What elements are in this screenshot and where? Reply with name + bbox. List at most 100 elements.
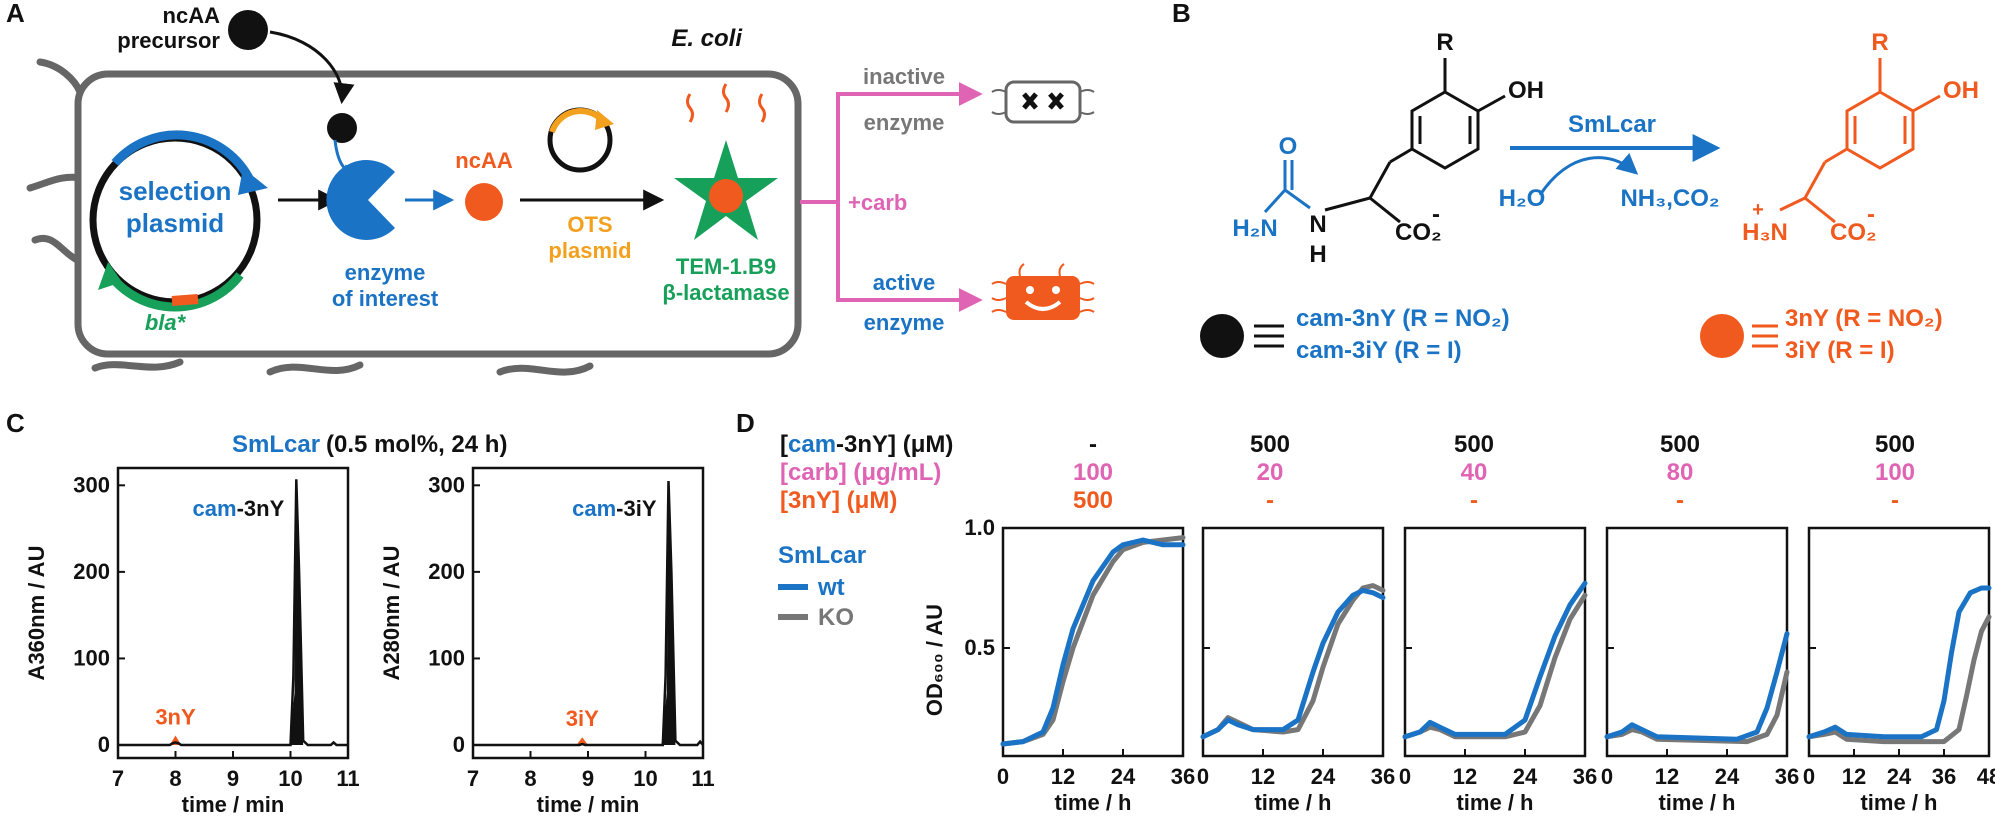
panel-d-label: D — [736, 408, 755, 438]
legend-orange-circle-icon — [1700, 314, 1744, 358]
growth-curve-ko — [1402, 592, 1588, 740]
inactive-label-1: inactive — [863, 64, 945, 89]
x-tick-label: 0 — [1803, 764, 1815, 789]
x-tick-label: 11 — [691, 766, 714, 791]
growth-curve-wt — [1402, 580, 1588, 740]
carbonyl-o-label: O — [1279, 133, 1298, 160]
activity-wiggles-icon — [686, 83, 766, 123]
inactive-label-2: enzyme — [864, 110, 945, 135]
x-tick-label: 11 — [336, 766, 359, 791]
x-tick-label: 0 — [1197, 764, 1209, 789]
x-tick-label: 0 — [1399, 764, 1411, 789]
x-axis-label: time / h — [1254, 790, 1331, 815]
x-tick-label: 36 — [1171, 764, 1195, 789]
x-tick-label: 7 — [112, 766, 124, 791]
bla-label: bla* — [145, 310, 187, 335]
y-tick-label: 300 — [73, 472, 110, 497]
panel-a: A E. coli ncAA precursor selection — [6, 0, 1095, 376]
panel-c-title-enzyme: SmLcar — [232, 431, 320, 458]
x-axis-label: time / h — [1054, 790, 1131, 815]
panel-d: D [cam-3nY] (μM) [carb] (μg/mL) [3nY] (μ… — [736, 408, 1995, 815]
y-axis-label: A360nm / AU — [24, 546, 49, 681]
cond-carb-value: 20 — [1257, 459, 1284, 486]
x-axis-label: time / min — [537, 792, 640, 817]
x-tick-label: 12 — [1251, 764, 1275, 789]
selection-plasmid-label-1: selection — [119, 176, 232, 206]
precursor-label-2: precursor — [117, 28, 220, 53]
x-tick-label: 36 — [1371, 764, 1395, 789]
major-peak — [661, 480, 676, 746]
cond-carb-value: 80 — [1667, 459, 1694, 486]
major-peak-label-cam: cam — [193, 496, 237, 521]
equivalence-icon — [1254, 324, 1284, 348]
x-tick-label: 24 — [1715, 764, 1740, 789]
x-axis-label: time / min — [182, 792, 285, 817]
precursor-label-1: ncAA — [163, 3, 221, 28]
growth-curve-wt — [1806, 585, 1992, 740]
x-tick-label: 7 — [467, 766, 479, 791]
carb-label: +carb — [848, 190, 907, 215]
major-peak — [289, 479, 304, 746]
product-r-label: R — [1871, 29, 1888, 56]
panel-c-label: C — [6, 408, 25, 438]
cond-3ny-value: - — [1676, 487, 1684, 514]
nh3-co2-label: NH₃,CO₂ — [1620, 185, 1719, 212]
cam-substrate-structure — [1324, 58, 1506, 224]
cond-carb-value: 100 — [1073, 459, 1113, 486]
growth-curve-ko — [1200, 583, 1386, 740]
h2n-label: H₂N — [1232, 215, 1277, 242]
x-tick-label: 48 — [1977, 764, 1995, 789]
precursor-molecule-icon — [228, 10, 268, 50]
active-label-2: enzyme — [864, 310, 945, 335]
ncaa-product-structure — [1779, 58, 1941, 224]
x-tick-label: 10 — [633, 766, 657, 791]
cond-3ny-value: 500 — [1073, 487, 1113, 514]
legend-cam3iy: cam-3iY (R = I) — [1296, 337, 1462, 364]
x-tick-label: 36 — [1932, 764, 1956, 789]
major-peak-label-cam: cam — [572, 496, 616, 521]
od600-axis-label: OD₆₀₀ / AU — [922, 604, 947, 716]
h3n-label: H₃N — [1742, 219, 1788, 246]
nh-label: N — [1309, 211, 1326, 238]
panel-a-label: A — [6, 0, 25, 28]
carbamoyl-group-structure — [1263, 160, 1311, 214]
x-tick-label: 36 — [1573, 764, 1597, 789]
x-tick-label: 24 — [1513, 764, 1538, 789]
x-axis-label: time / h — [1860, 790, 1937, 815]
precursor-inside-icon — [327, 113, 357, 143]
y-tick-label: 0 — [98, 732, 110, 757]
x-tick-label: 36 — [1775, 764, 1799, 789]
panel-c-title: SmLcar(0.5 mol%, 24 h) — [232, 431, 507, 458]
major-peak-label-rest: -3nY — [237, 496, 285, 521]
y-tick-label: 1.0 — [964, 515, 995, 540]
ecoli-label: E. coli — [671, 25, 743, 52]
x-tick-label: 24 — [1111, 764, 1136, 789]
plot-frame — [1001, 526, 1185, 758]
substrate-binding-arrow — [333, 139, 367, 186]
major-peak-label: cam-3nY — [193, 496, 285, 521]
panel-b: B R OH O H₂N N H CO₂ - SmLcar — [1172, 0, 1979, 364]
legend-ko-label: KO — [818, 604, 854, 631]
nh-h-label: H — [1309, 241, 1326, 268]
cond-cam3ny-value: - — [1089, 431, 1097, 458]
legend-3ny: 3nY (R = NO₂) — [1785, 305, 1943, 332]
legend-wt-label: wt — [817, 574, 845, 601]
ecoli-cell — [74, 70, 802, 358]
enzyme-label-2: of interest — [332, 286, 439, 311]
plot-frame — [1403, 526, 1587, 758]
active-label-1: active — [873, 270, 935, 295]
growth-curve-ko — [1000, 535, 1186, 747]
minor-peak-label: 3iY — [566, 706, 599, 731]
x-axis-label: time / h — [1658, 790, 1735, 815]
cond-carb-value: 100 — [1875, 459, 1915, 486]
major-peak-label-rest: -3iY — [616, 496, 657, 521]
selection-plasmid-icon — [89, 130, 268, 312]
cond-carb-value: 40 — [1461, 459, 1488, 486]
ots-plasmid-icon — [547, 107, 614, 173]
